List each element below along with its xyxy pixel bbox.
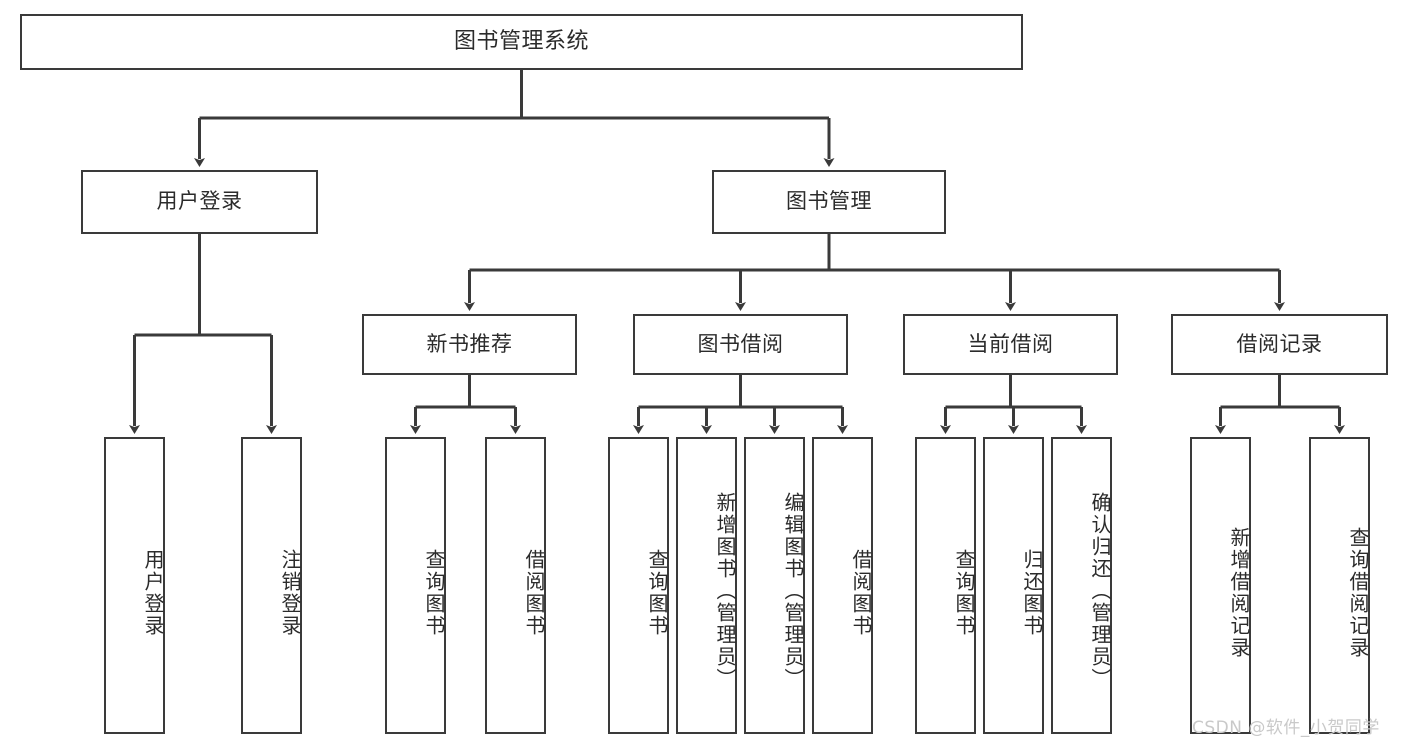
node-root[interactable]: 图书管理系统 [20, 14, 1023, 70]
leaf-user-login[interactable]: 用户登录 [104, 437, 165, 734]
leaf-current-query-book[interactable]: 查询图书 [915, 437, 976, 734]
node-book-manage[interactable]: 图书管理 [712, 170, 946, 234]
node-borrow-record[interactable]: 借阅记录 [1171, 314, 1388, 375]
leaf-current-confirm-return-admin[interactable]: 确认归还（管理员） [1051, 437, 1112, 734]
leaf-borrow-query-book[interactable]: 查询图书 [608, 437, 669, 734]
leaf-borrow-borrow-book[interactable]: 借阅图书 [812, 437, 873, 734]
node-user-login[interactable]: 用户登录 [81, 170, 318, 234]
watermark: CSDN @软件_小贺同学 [1192, 718, 1380, 738]
leaf-user-logout[interactable]: 注销登录 [241, 437, 302, 734]
leaf-borrow-edit-book-admin[interactable]: 编辑图书（管理员） [744, 437, 805, 734]
leaf-recommend-borrow-book[interactable]: 借阅图书 [485, 437, 546, 734]
node-book-borrow[interactable]: 图书借阅 [633, 314, 848, 375]
leaf-borrow-add-book-admin[interactable]: 新增图书（管理员） [676, 437, 737, 734]
leaf-record-query[interactable]: 查询借阅记录 [1309, 437, 1370, 734]
leaf-record-add[interactable]: 新增借阅记录 [1190, 437, 1251, 734]
node-new-book-recommend[interactable]: 新书推荐 [362, 314, 577, 375]
node-current-borrow[interactable]: 当前借阅 [903, 314, 1118, 375]
leaf-current-return-book[interactable]: 归还图书 [983, 437, 1044, 734]
leaf-recommend-query-book[interactable]: 查询图书 [385, 437, 446, 734]
